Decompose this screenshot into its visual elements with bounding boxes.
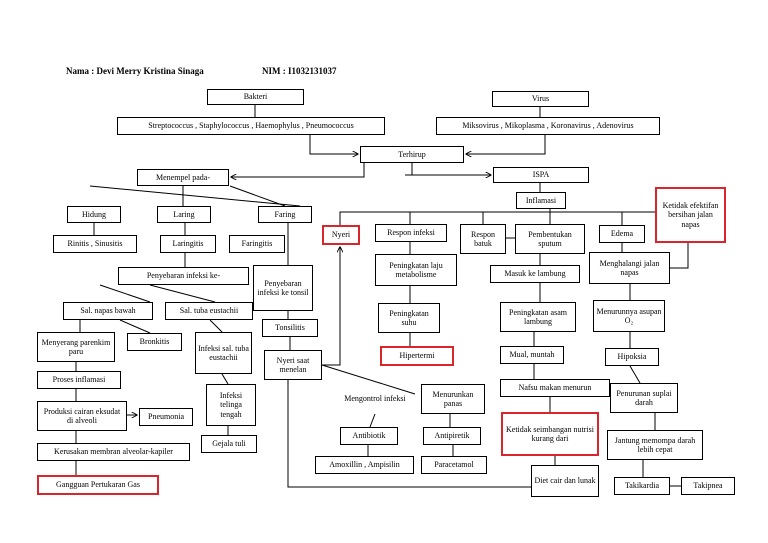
node-sal-napas-bawah: Sal. napas bawah	[63, 302, 153, 320]
node-masuk-lambung: Masuk ke lambung	[490, 265, 580, 283]
node-bakteri: Bakteri	[207, 89, 304, 105]
connector-4	[411, 163, 491, 175]
connector-26	[221, 373, 229, 385]
connector-18	[99, 284, 151, 303]
connector-19	[149, 284, 216, 303]
node-laringitis: Laringitis	[160, 235, 216, 253]
node-ispa: ISPA	[493, 167, 589, 183]
node-mengontrol: Mengontrol infeksi	[344, 394, 406, 404]
node-pembentukan-sputum: Pembentukan sputum	[515, 224, 585, 254]
node-produksi: Produksi cairan eksudat di alveoli	[37, 401, 127, 431]
connector-56	[369, 413, 376, 428]
node-sal-tuba: Sal. tuba eustachii	[165, 302, 253, 320]
node-menghalangi: Menghalangi jalan napas	[589, 252, 670, 284]
connector-3	[466, 135, 546, 154]
node-proses-inflamasi: Proses inflamasi	[37, 371, 121, 389]
connector-47	[287, 380, 531, 488]
node-rinitis: Rinitis , Sinusitis	[53, 235, 137, 253]
connector-52	[629, 365, 641, 384]
node-faringitis: Faringitis	[229, 235, 285, 253]
node-respon-infeksi: Respon infeksi	[375, 224, 447, 242]
node-menurunkan-panas: Menurunkan panas	[421, 384, 485, 414]
node-menempel: Menempel pada-	[137, 169, 229, 186]
node-takikardia: Takikardia	[614, 477, 670, 495]
node-terhirup: Terhirup	[360, 146, 464, 163]
node-jantung: Jantung memompa darah lebih cepat	[607, 430, 703, 460]
node-nyeri-menelan: Nyeri saat menelan	[264, 350, 322, 380]
node-respon-batuk: Respon batuk	[460, 224, 506, 254]
node-kerusakan: Kerusakan membran alveolar-kapiler	[37, 443, 190, 461]
student-nim: NIM : I1032131037	[262, 66, 337, 76]
node-virus: Virus	[492, 91, 589, 107]
node-infeksi-telinga: Infeksi telinga tengah	[206, 384, 256, 426]
node-nafsu-makan: Nafsu makan menurun	[500, 379, 610, 397]
node-pneumonia: Pneumonia	[139, 408, 193, 426]
node-faring: Faring	[258, 206, 312, 223]
node-gejala-tuli: Gejala tuli	[201, 435, 257, 453]
node-ketidak-efektifan: Ketidak efektifan bersihan jalan napas	[655, 187, 726, 243]
node-infeksi-tuba: Infeksi sal. tuba eustachii	[195, 332, 252, 374]
node-antipiretik: Antipiretik	[423, 427, 481, 445]
connector-7	[89, 185, 301, 207]
node-gangguan-pertukaran-gas: Gangguan Pertukaran Gas	[37, 475, 159, 495]
node-inflamasi: Inflamasi	[516, 192, 566, 209]
node-laring: Laring	[157, 206, 211, 223]
node-edema: Edema	[599, 225, 645, 243]
node-hipertermi: Hipertermi	[380, 346, 454, 366]
connector-22	[209, 319, 223, 333]
node-paracetamol: Paracetamol	[421, 456, 487, 474]
node-takipnea: Takipnea	[681, 477, 735, 495]
node-diet: Diet cair dan lunak	[531, 465, 599, 497]
connector-17	[321, 364, 416, 395]
node-penyebaran-ke: Penyebaran infeksi ke-	[118, 267, 249, 285]
node-asam-lambung: Peningkatan asam lambung	[500, 302, 576, 332]
node-nyeri: Nyeri	[322, 225, 360, 245]
node-metabolisme: Peningkatan laju metabolisme	[375, 254, 457, 286]
node-bakteri-list: Streptococcus , Staphylococcus , Haemoph…	[117, 117, 385, 135]
node-suplai-darah: Penurunan suplai darah	[610, 383, 678, 413]
connector-21	[119, 319, 151, 334]
connector-2	[309, 135, 358, 154]
connector-16	[322, 247, 340, 366]
node-mual: Mual, muntah	[500, 346, 564, 364]
connector-32	[339, 211, 405, 225]
node-virus-list: Miksovirus , Mikoplasma , Koronavirus , …	[436, 117, 660, 135]
node-penyebaran-tonsil: Penyebaran infeksi ke tonsil	[253, 265, 313, 311]
node-hipoksia: Hipoksia	[605, 348, 659, 366]
node-asupan: Menurunnya asupan O₂	[593, 300, 665, 332]
student-name: Nama : Devi Merry Kristina Sinaga	[66, 66, 204, 76]
node-menyerang: Menyerang parenkim paru	[37, 332, 115, 362]
node-ketidak-seimbangan: Ketidak seimbangan nutrisi kurang dari	[501, 412, 599, 456]
node-tonsilitis: Tonsilitis	[262, 319, 318, 337]
node-antibiotik: Antibiotik	[340, 427, 398, 445]
connector-6	[231, 163, 365, 177]
node-bronkitis: Bronkitis	[127, 333, 182, 351]
node-suhu: Peningkatan suhu	[378, 303, 440, 333]
node-hidung: Hidung	[67, 206, 121, 223]
node-amoxillin: Amoxillin , Ampisilin	[315, 456, 414, 474]
connector-49	[670, 243, 689, 269]
connector-9	[229, 185, 286, 207]
